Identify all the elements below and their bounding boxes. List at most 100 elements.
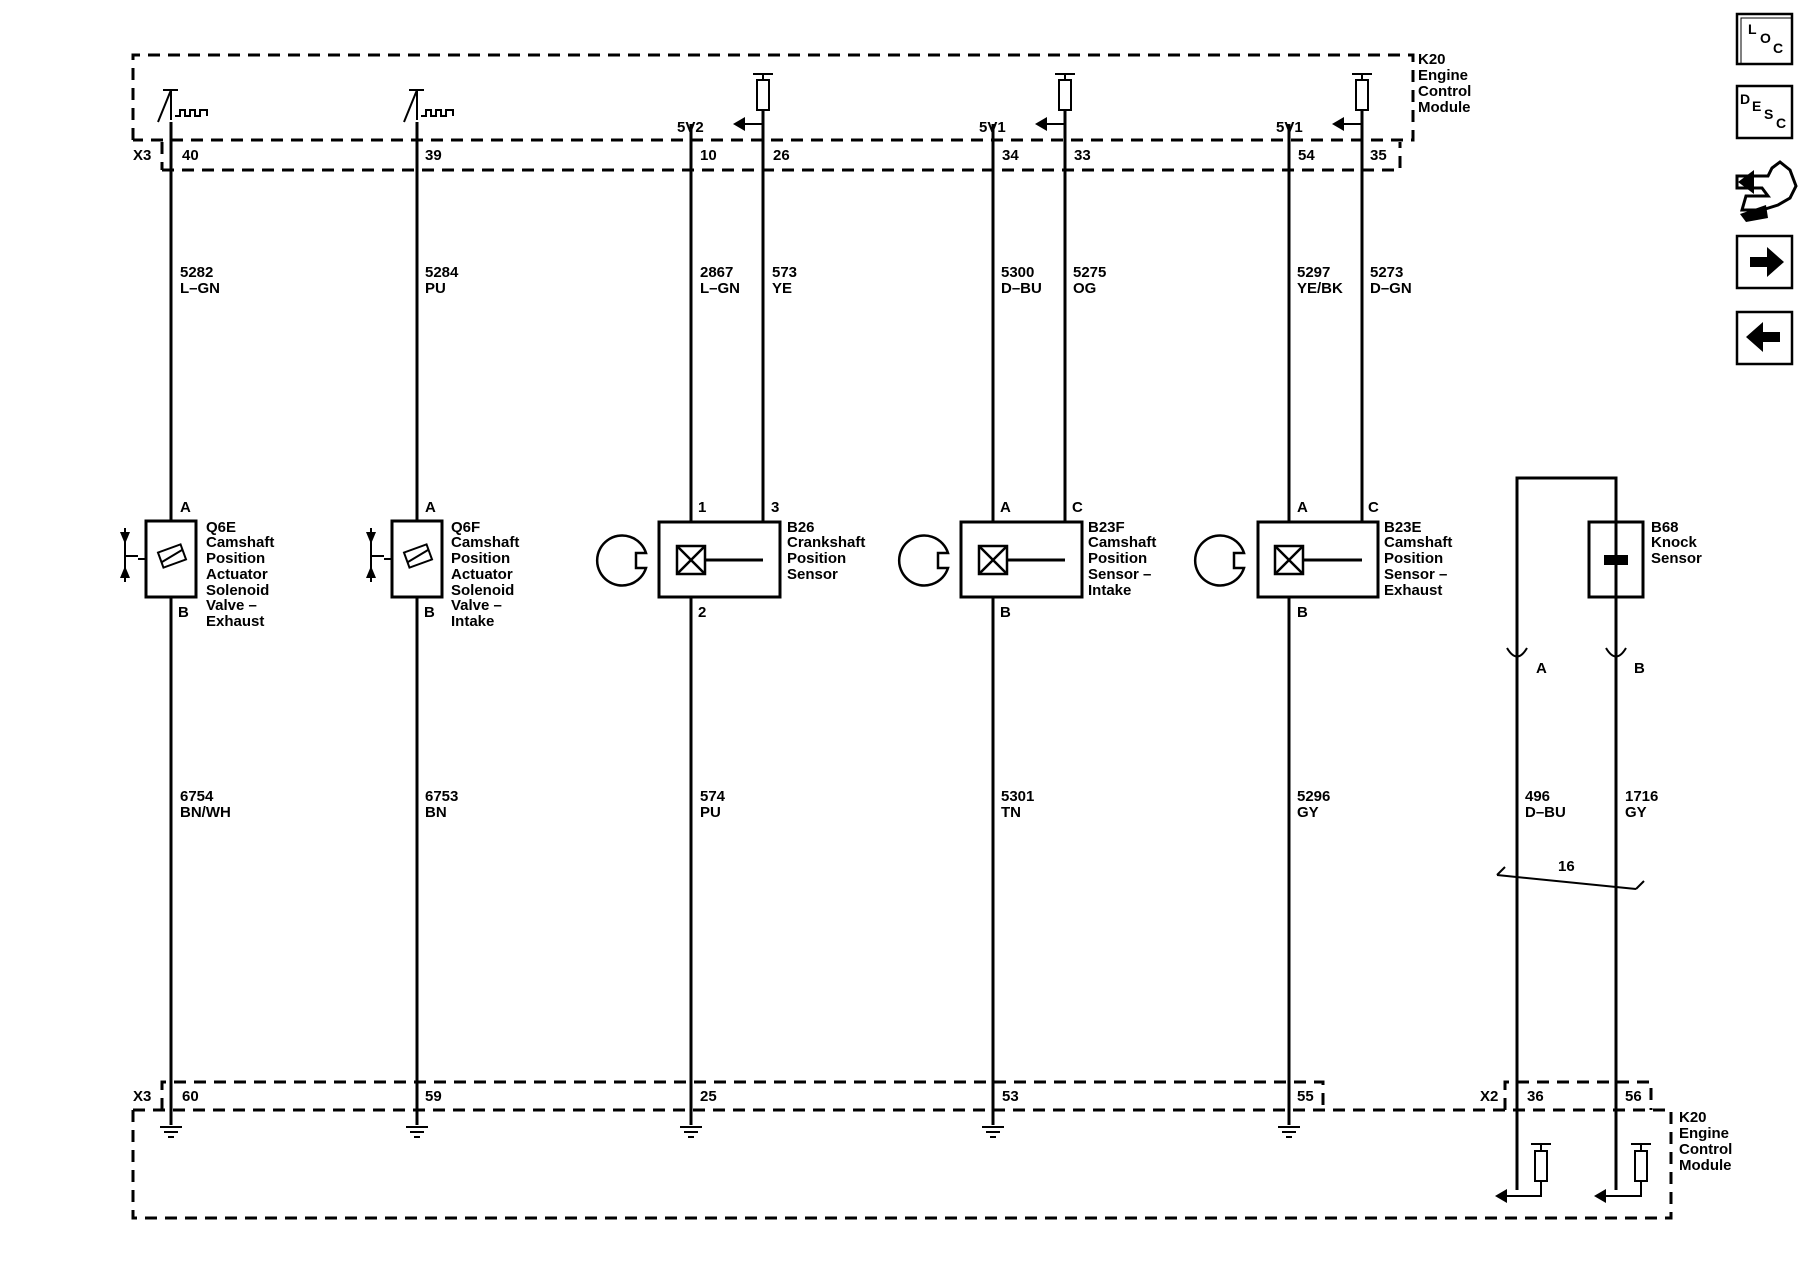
top-wire-labels: 5282 L–GN 5284 PU 2867 L–GN 573 YE 5300 …: [180, 264, 1412, 297]
ecm-bottom-connector-x2: [1503, 1080, 1653, 1110]
q6f-label: Actuator: [451, 566, 513, 583]
ecm-top-label-1: K20: [1418, 51, 1446, 68]
connector-tools-icon[interactable]: [1735, 160, 1798, 222]
wire-color: PU: [700, 804, 721, 821]
desc-s: S: [1764, 106, 1773, 122]
top-pin: 54: [1298, 147, 1315, 164]
b23e-pin-a: A: [1297, 499, 1308, 516]
wire-num: 573: [772, 264, 797, 281]
top-pin: 40: [182, 147, 199, 164]
wire-color: L–GN: [180, 280, 220, 297]
desc-c: C: [1776, 115, 1786, 131]
desc-d: D: [1740, 91, 1750, 107]
desc-e: E: [1752, 98, 1761, 114]
loc-button[interactable]: L O C: [1735, 12, 1794, 66]
wire-num: 5301: [1001, 788, 1034, 805]
b23f-pin-a: A: [1000, 499, 1011, 516]
desc-button[interactable]: D E S C: [1735, 84, 1794, 140]
ecm-bottom-connector-x3-label: X3: [133, 1088, 151, 1105]
b23e-camshaft-sensor-exhaust: A C B B23E Camshaft Position Sensor – Ex…: [1193, 499, 1452, 621]
connector-b-icon: [1605, 647, 1627, 658]
wire-color: GY: [1625, 804, 1647, 821]
wire-num: 496: [1525, 788, 1550, 805]
q6e-label: Actuator: [206, 566, 268, 583]
ecm-top-label-3: Control: [1418, 83, 1471, 100]
wire-color: PU: [425, 280, 446, 297]
low-side-driver-icon: [403, 89, 454, 123]
b68-label: B68: [1651, 519, 1679, 536]
wire-color: D–BU: [1001, 280, 1042, 297]
b68-knock-sensor: A B B68 Knock Sensor: [1506, 476, 1702, 1190]
b23f-label: Intake: [1088, 582, 1131, 599]
ecm-bottom-label-4: Module: [1679, 1157, 1732, 1174]
loc-l: L: [1748, 21, 1757, 37]
b68-label: Knock: [1651, 534, 1698, 551]
connector-a-icon: [1506, 647, 1528, 658]
b26-label: B26: [787, 519, 815, 536]
wire-num: 1716: [1625, 788, 1658, 805]
b23e-pin-c: C: [1368, 499, 1379, 516]
b26-pin-2: 2: [698, 604, 706, 621]
b23f-pin-c: C: [1072, 499, 1083, 516]
q6f-pin-b: B: [424, 604, 435, 621]
wire-color: D–BU: [1525, 804, 1566, 821]
wire-num: 5297: [1297, 264, 1330, 281]
top-pin: 33: [1074, 147, 1091, 164]
q6f-solenoid: A B Q6F Camshaft Position Actuator Solen…: [366, 499, 519, 630]
ground-icon: [982, 1126, 1004, 1138]
wire-b23f-signal: [993, 110, 1067, 562]
wire-num: 2867: [700, 264, 733, 281]
bottom-pin: 60: [182, 1088, 199, 1105]
top-pin: 26: [773, 147, 790, 164]
pullup-resistor-icon: [1035, 73, 1075, 131]
q6e-solenoid: A B Q6E Camshaft Position Actuator Solen…: [120, 499, 274, 630]
arrow-left-icon[interactable]: [1735, 310, 1794, 366]
bottom-pin: 25: [700, 1088, 717, 1105]
ecm-bottom-connector-x2-label: X2: [1480, 1088, 1498, 1105]
b23f-label: Sensor –: [1088, 566, 1151, 583]
wire-num: 5282: [180, 264, 213, 281]
ground-icon: [406, 1126, 428, 1138]
wire-color: YE/BK: [1297, 280, 1343, 297]
ecm-bottom-label-3: Control: [1679, 1141, 1732, 1158]
wire-num: 6753: [425, 788, 458, 805]
ground-icon: [160, 1126, 182, 1138]
b26-label: Crankshaft: [787, 534, 865, 551]
wire-num: 574: [700, 788, 726, 805]
q6e-label: Solenoid: [206, 582, 269, 599]
wire-num: 5275: [1073, 264, 1106, 281]
b23e-label: Sensor –: [1384, 566, 1447, 583]
bottom-pin: 36: [1527, 1088, 1544, 1105]
arrow-right-icon[interactable]: [1735, 234, 1794, 290]
b23f-label: B23F: [1088, 519, 1125, 536]
ecm-top-connector-label: X3: [133, 147, 151, 164]
b23f-label: Position: [1088, 550, 1147, 567]
ecm-bottom-label-2: Engine: [1679, 1125, 1729, 1142]
top-pin: 10: [700, 147, 717, 164]
b23e-label: Position: [1384, 550, 1443, 567]
b23e-pin-b: B: [1297, 604, 1308, 621]
b23e-label: B23E: [1384, 519, 1422, 536]
b68-pin-a: A: [1536, 660, 1547, 677]
wire-color: D–GN: [1370, 280, 1412, 297]
bottom-pin: 56: [1625, 1088, 1642, 1105]
pullup-resistor-icon: [1495, 1143, 1551, 1203]
bottom-pin: 55: [1297, 1088, 1314, 1105]
bottom-wire-labels: 6754 BN/WH 6753 BN 574 PU 5301 TN 5296 G…: [180, 788, 1658, 821]
pullup-resistor-icon: [1332, 73, 1372, 131]
top-pin: 35: [1370, 147, 1387, 164]
b23e-label: Camshaft: [1384, 534, 1452, 551]
ecm-bottom-boundary: [131, 1108, 1673, 1220]
q6e-pin-a: A: [180, 499, 191, 516]
b68-label: Sensor: [1651, 550, 1702, 567]
q6f-label: Position: [451, 550, 510, 567]
wire-color: TN: [1001, 804, 1021, 821]
pullup-resistor-icon: [1594, 1143, 1651, 1203]
low-side-driver-icon: [157, 89, 208, 123]
ecm-bottom-label-1: K20: [1679, 1109, 1707, 1126]
ecm-bottom-connector-x3: [160, 1080, 1325, 1110]
wire-color: GY: [1297, 804, 1319, 821]
wire-color: BN: [425, 804, 447, 821]
q6f-label: Valve –: [451, 597, 502, 614]
